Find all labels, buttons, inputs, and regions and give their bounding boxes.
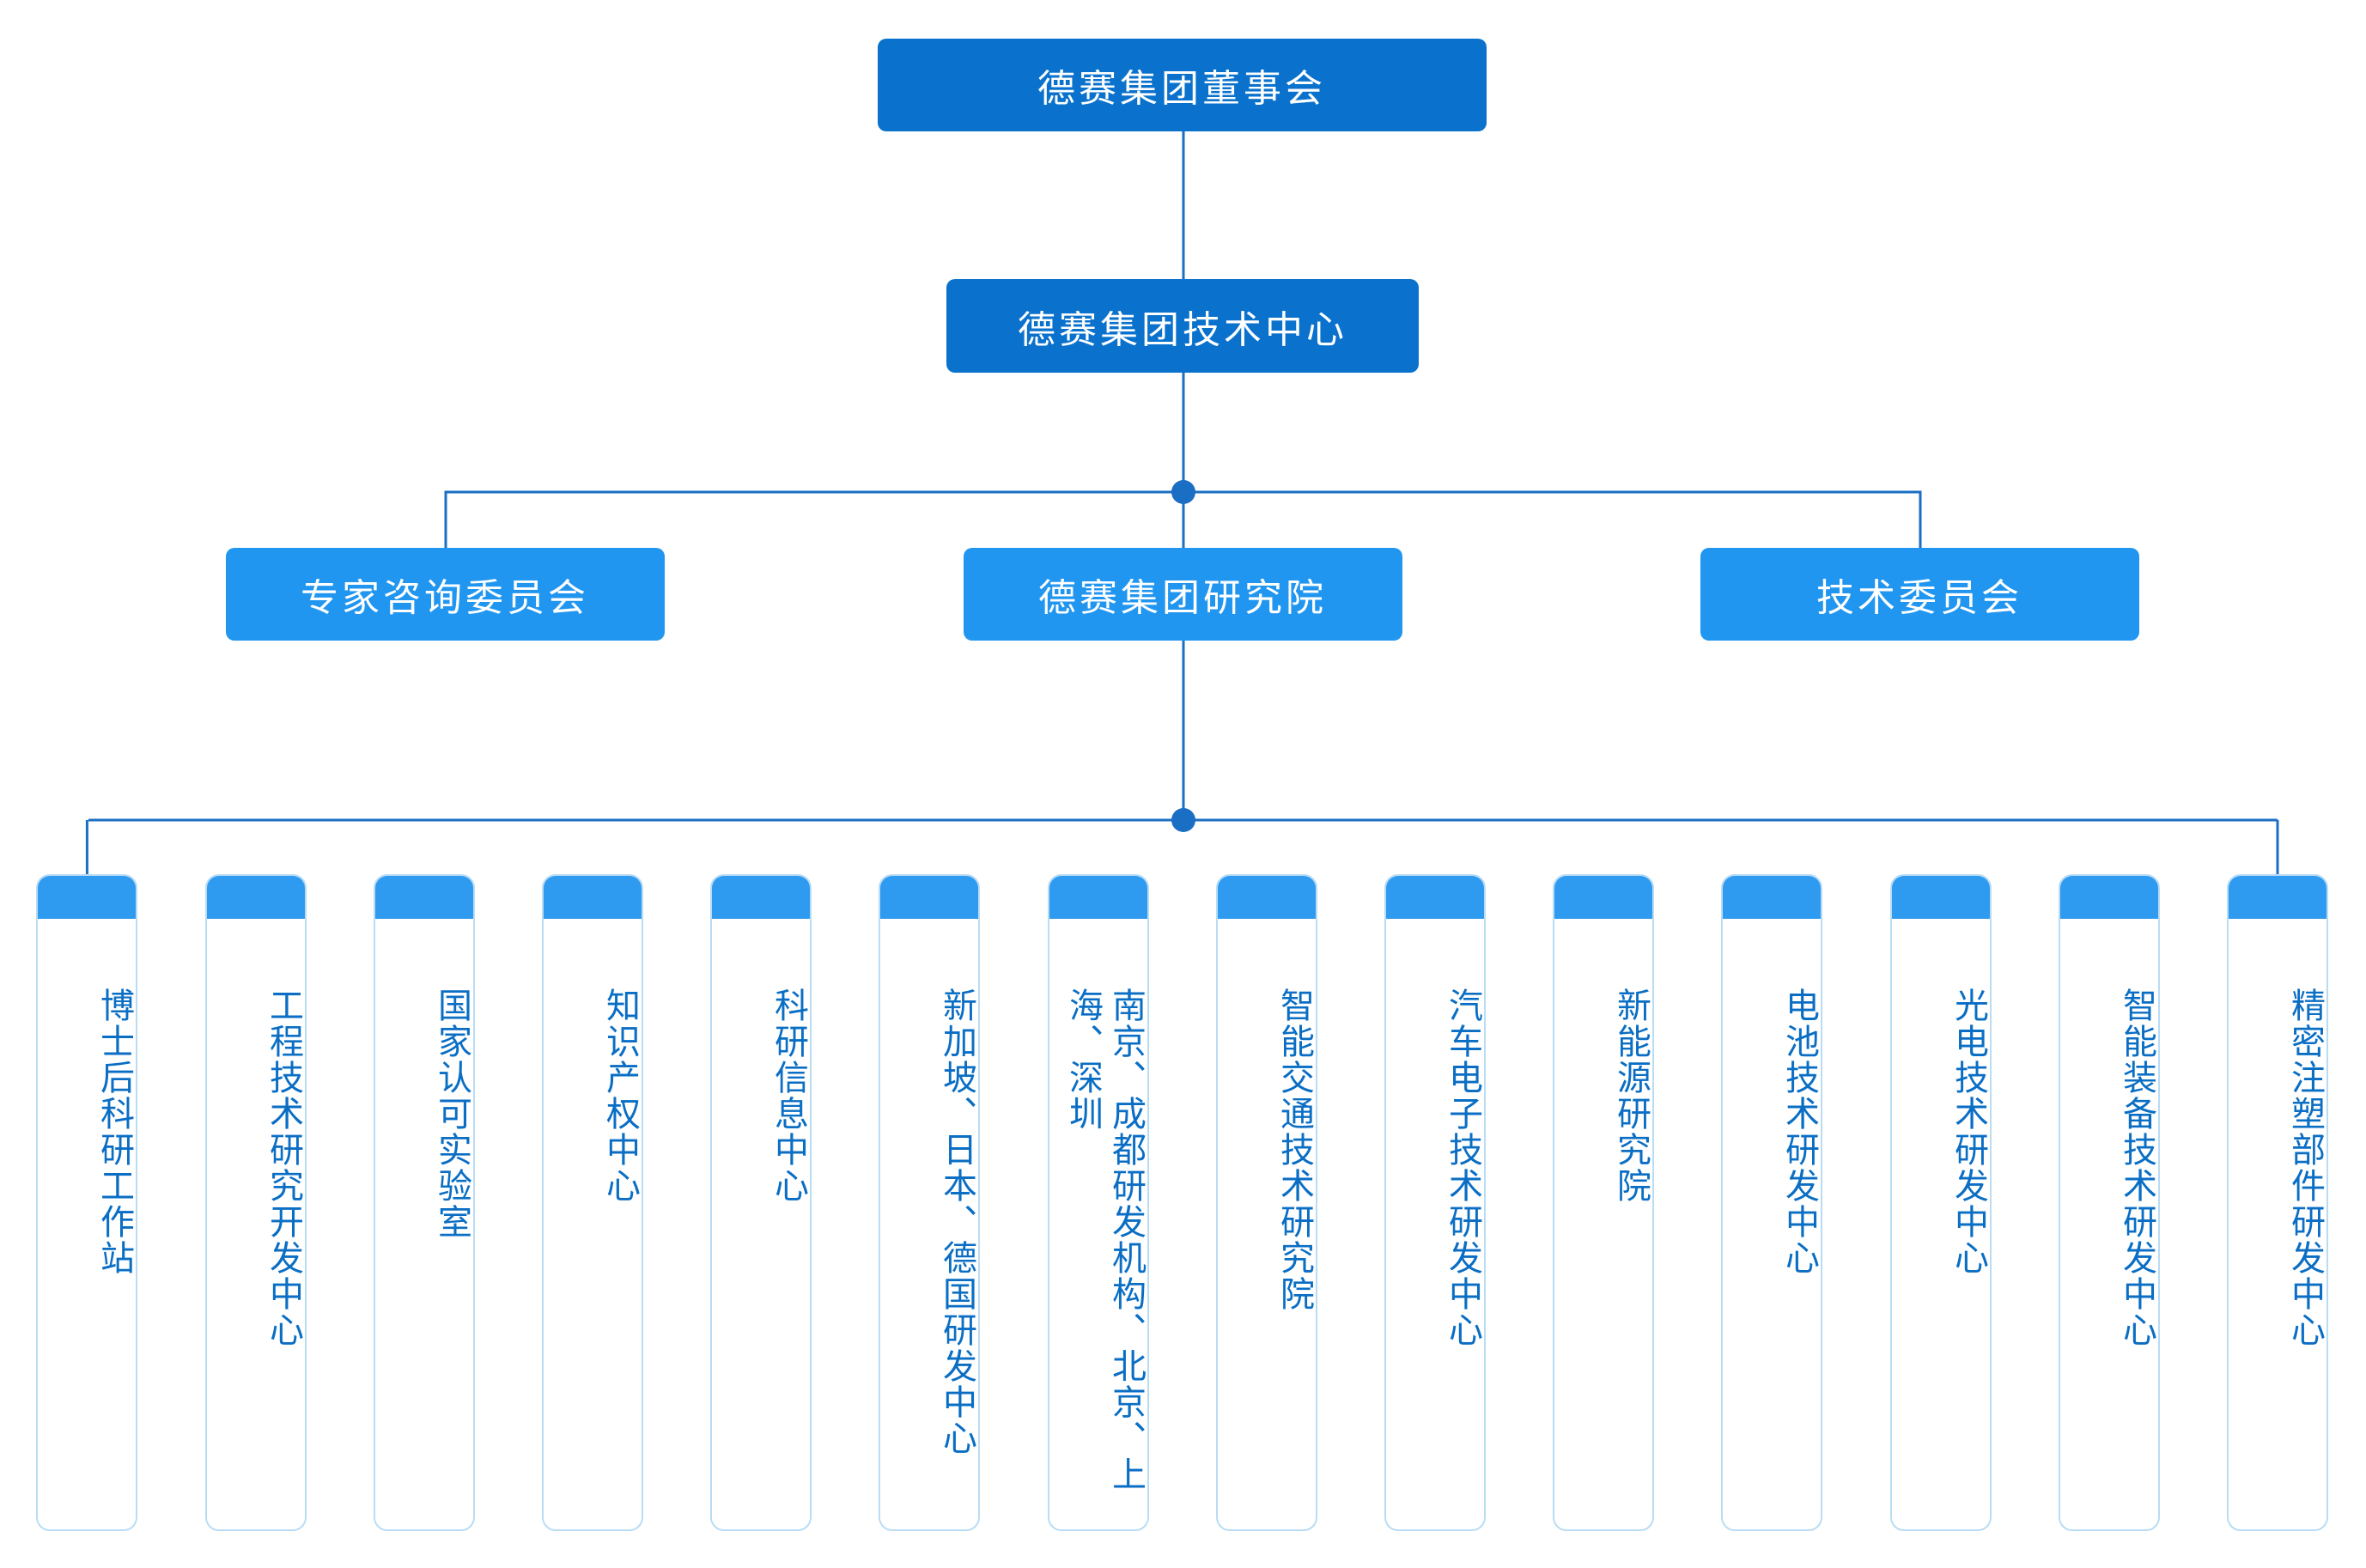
level4-node-label: 精密注塑部件研发中心 (2285, 988, 2325, 1348)
level4-node-label: 新能源研究院 (1611, 988, 1651, 1204)
level4-node: 精密注塑部件研发中心 (2227, 874, 2328, 1531)
level4-node-header (2058, 874, 2160, 919)
level4-node: 智能交通技术研究院 (1215, 874, 1317, 1531)
board-node-label: 德赛集团董事会 (1037, 67, 1327, 111)
level4-node: 新能源研究院 (1553, 874, 1655, 1531)
level4-node-label: 电池技术研发中心 (1779, 988, 1820, 1276)
level3-node-label: 专家咨询委员会 (301, 576, 590, 620)
level4-node: 光电技术研发中心 (1889, 874, 1992, 1531)
level3-node-technical-committee: 技术委员会 (1700, 548, 2139, 641)
level4-node-label: 国家认可实验室 (431, 988, 471, 1240)
technology-center-node: 德赛集团技术中心 (946, 279, 1419, 373)
level4-node-header (36, 874, 138, 919)
level4-node: 汽车电子技术研发中心 (1384, 874, 1486, 1531)
level3-node-expert-committee: 专家咨询委员会 (226, 548, 665, 641)
level4-node-label: 智能交通技术研究院 (1274, 988, 1314, 1312)
level3-node-label: 技术委员会 (1816, 576, 2023, 620)
level4-node: 科研信息中心 (710, 874, 812, 1531)
level4-node-label: 南京、成都研发机构、北京、上海、深圳 (1062, 988, 1146, 1492)
technology-center-node-label: 德赛集团技术中心 (1018, 307, 1347, 352)
level4-node-label: 光电技术研发中心 (1948, 988, 1988, 1276)
level4-node-header (1889, 874, 1992, 919)
level4-node: 电池技术研发中心 (1721, 874, 1823, 1531)
level4-node-header (2227, 874, 2328, 919)
level4-node-label: 知识产权中心 (600, 988, 640, 1204)
level4-node-header (1215, 874, 1317, 919)
level4-node-label: 汽车电子技术研发中心 (1443, 988, 1482, 1348)
level4-node-header (373, 874, 475, 919)
level4-node-header (1553, 874, 1655, 919)
level4-node-label: 新加坡、日本、德国研发中心 (937, 988, 977, 1456)
level4-node: 南京、成都研发机构、北京、上海、深圳 (1047, 874, 1149, 1531)
level4-node-header (1047, 874, 1149, 919)
level4-node-header (1384, 874, 1486, 919)
level4-node-label: 工程技术研究开发中心 (263, 988, 303, 1348)
level4-node-header (879, 874, 981, 919)
junction-dot-level4 (1171, 808, 1195, 832)
level4-node-label: 智能装备技术研发中心 (2116, 988, 2156, 1348)
junction-dot-level3 (1171, 480, 1195, 504)
board-node: 德赛集团董事会 (878, 39, 1487, 131)
level4-node-label: 博士后科研工作站 (94, 988, 135, 1276)
level4-node: 智能装备技术研发中心 (2058, 874, 2160, 1531)
level4-node: 新加坡、日本、德国研发中心 (879, 874, 981, 1531)
level4-node-header (1721, 874, 1823, 919)
level3-node-research-institute: 德赛集团研究院 (964, 548, 1402, 641)
level4-node: 工程技术研究开发中心 (204, 874, 307, 1531)
level4-node: 博士后科研工作站 (36, 874, 138, 1531)
level4-node-header (542, 874, 643, 919)
level4-node-header (204, 874, 307, 919)
level3-node-label: 德赛集团研究院 (1038, 576, 1328, 620)
level4-node-label: 科研信息中心 (769, 988, 809, 1204)
level4-node: 国家认可实验室 (373, 874, 475, 1531)
level4-node-header (710, 874, 812, 919)
level4-node: 知识产权中心 (542, 874, 643, 1531)
